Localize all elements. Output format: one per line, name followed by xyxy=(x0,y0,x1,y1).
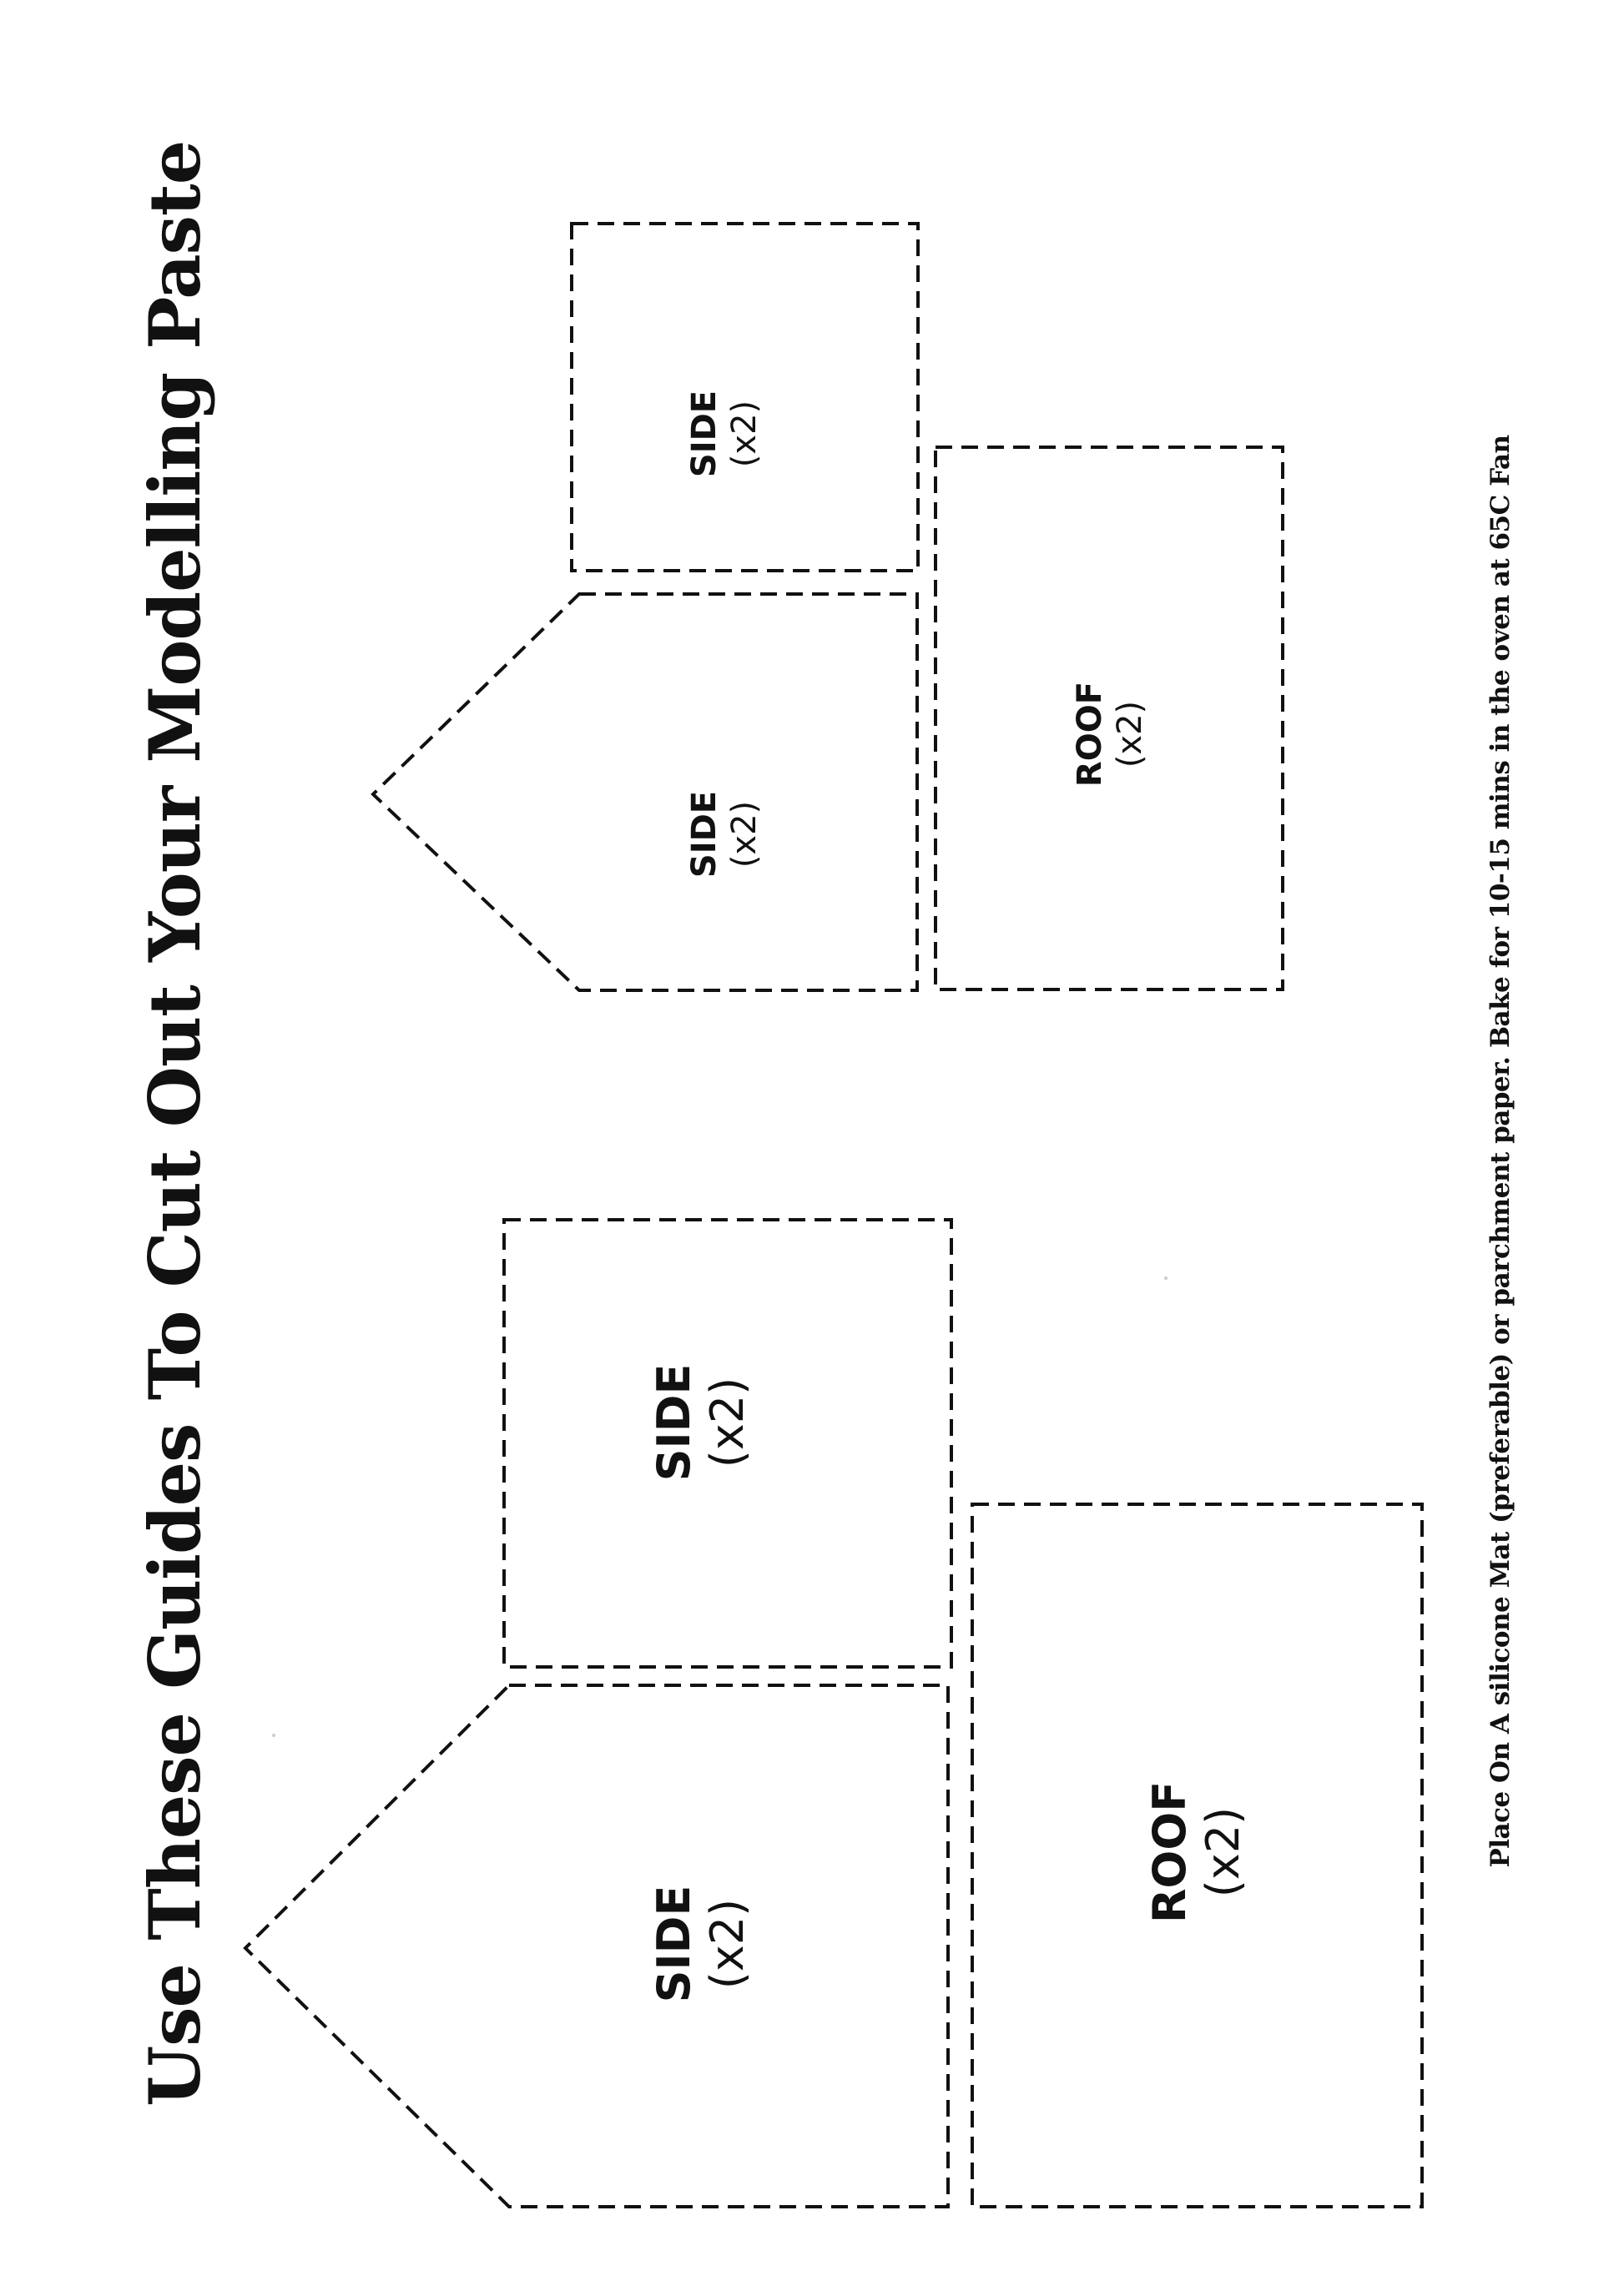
large-side-rect-name: SIDE xyxy=(648,1363,700,1482)
large-side-house-outline xyxy=(243,1684,950,2208)
large-side-rect-label: SIDE (x2) xyxy=(648,1297,754,1548)
large-side-house-quantity: (x2) xyxy=(701,1898,754,1990)
small-side-house-name: SIDE xyxy=(685,790,724,879)
small-roof-label: ROOF (x2) xyxy=(1070,634,1150,834)
small-side-rect-quantity: (x2) xyxy=(725,400,764,468)
large-roof-quantity: (x2) xyxy=(1197,1806,1249,1898)
bake-instructions: Place On A silicone Mat (preferable) or … xyxy=(1485,435,1516,1868)
large-roof-outline xyxy=(971,1503,1424,2208)
large-side-rect-outline xyxy=(502,1218,953,1669)
small-side-rect-outline xyxy=(570,222,920,572)
paper-speck xyxy=(1164,1276,1168,1280)
small-roof-name: ROOF xyxy=(1071,681,1109,788)
large-roof-name: ROOF xyxy=(1143,1780,1196,1924)
small-roof-outline xyxy=(934,446,1284,991)
small-side-rect-name: SIDE xyxy=(685,390,724,478)
large-roof-label: ROOF (x2) xyxy=(1143,1727,1250,1977)
large-side-rect-quantity: (x2) xyxy=(701,1377,754,1468)
small-side-rect-label: SIDE (x2) xyxy=(684,334,764,534)
large-side-house-label: SIDE (x2) xyxy=(648,1819,754,2069)
large-side-house-name: SIDE xyxy=(648,1885,700,2003)
small-roof-quantity: (x2) xyxy=(1111,700,1149,768)
small-side-house-label: SIDE (x2) xyxy=(684,734,764,934)
small-side-house-outline xyxy=(371,592,919,992)
paper-speck xyxy=(272,1734,275,1737)
small-side-house-quantity: (x2) xyxy=(725,800,764,869)
page-title: Use These Guides To Cut Out Your Modelli… xyxy=(134,140,216,2107)
